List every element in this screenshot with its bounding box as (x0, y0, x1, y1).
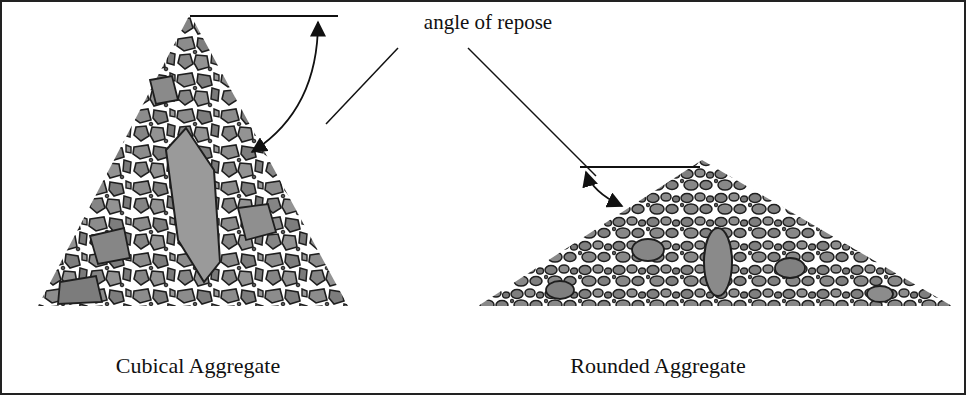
caption-label: Cubical Aggregate (116, 353, 280, 379)
caption-label: Rounded Aggregate (570, 353, 745, 379)
annotation-label: angle of repose (424, 10, 552, 35)
